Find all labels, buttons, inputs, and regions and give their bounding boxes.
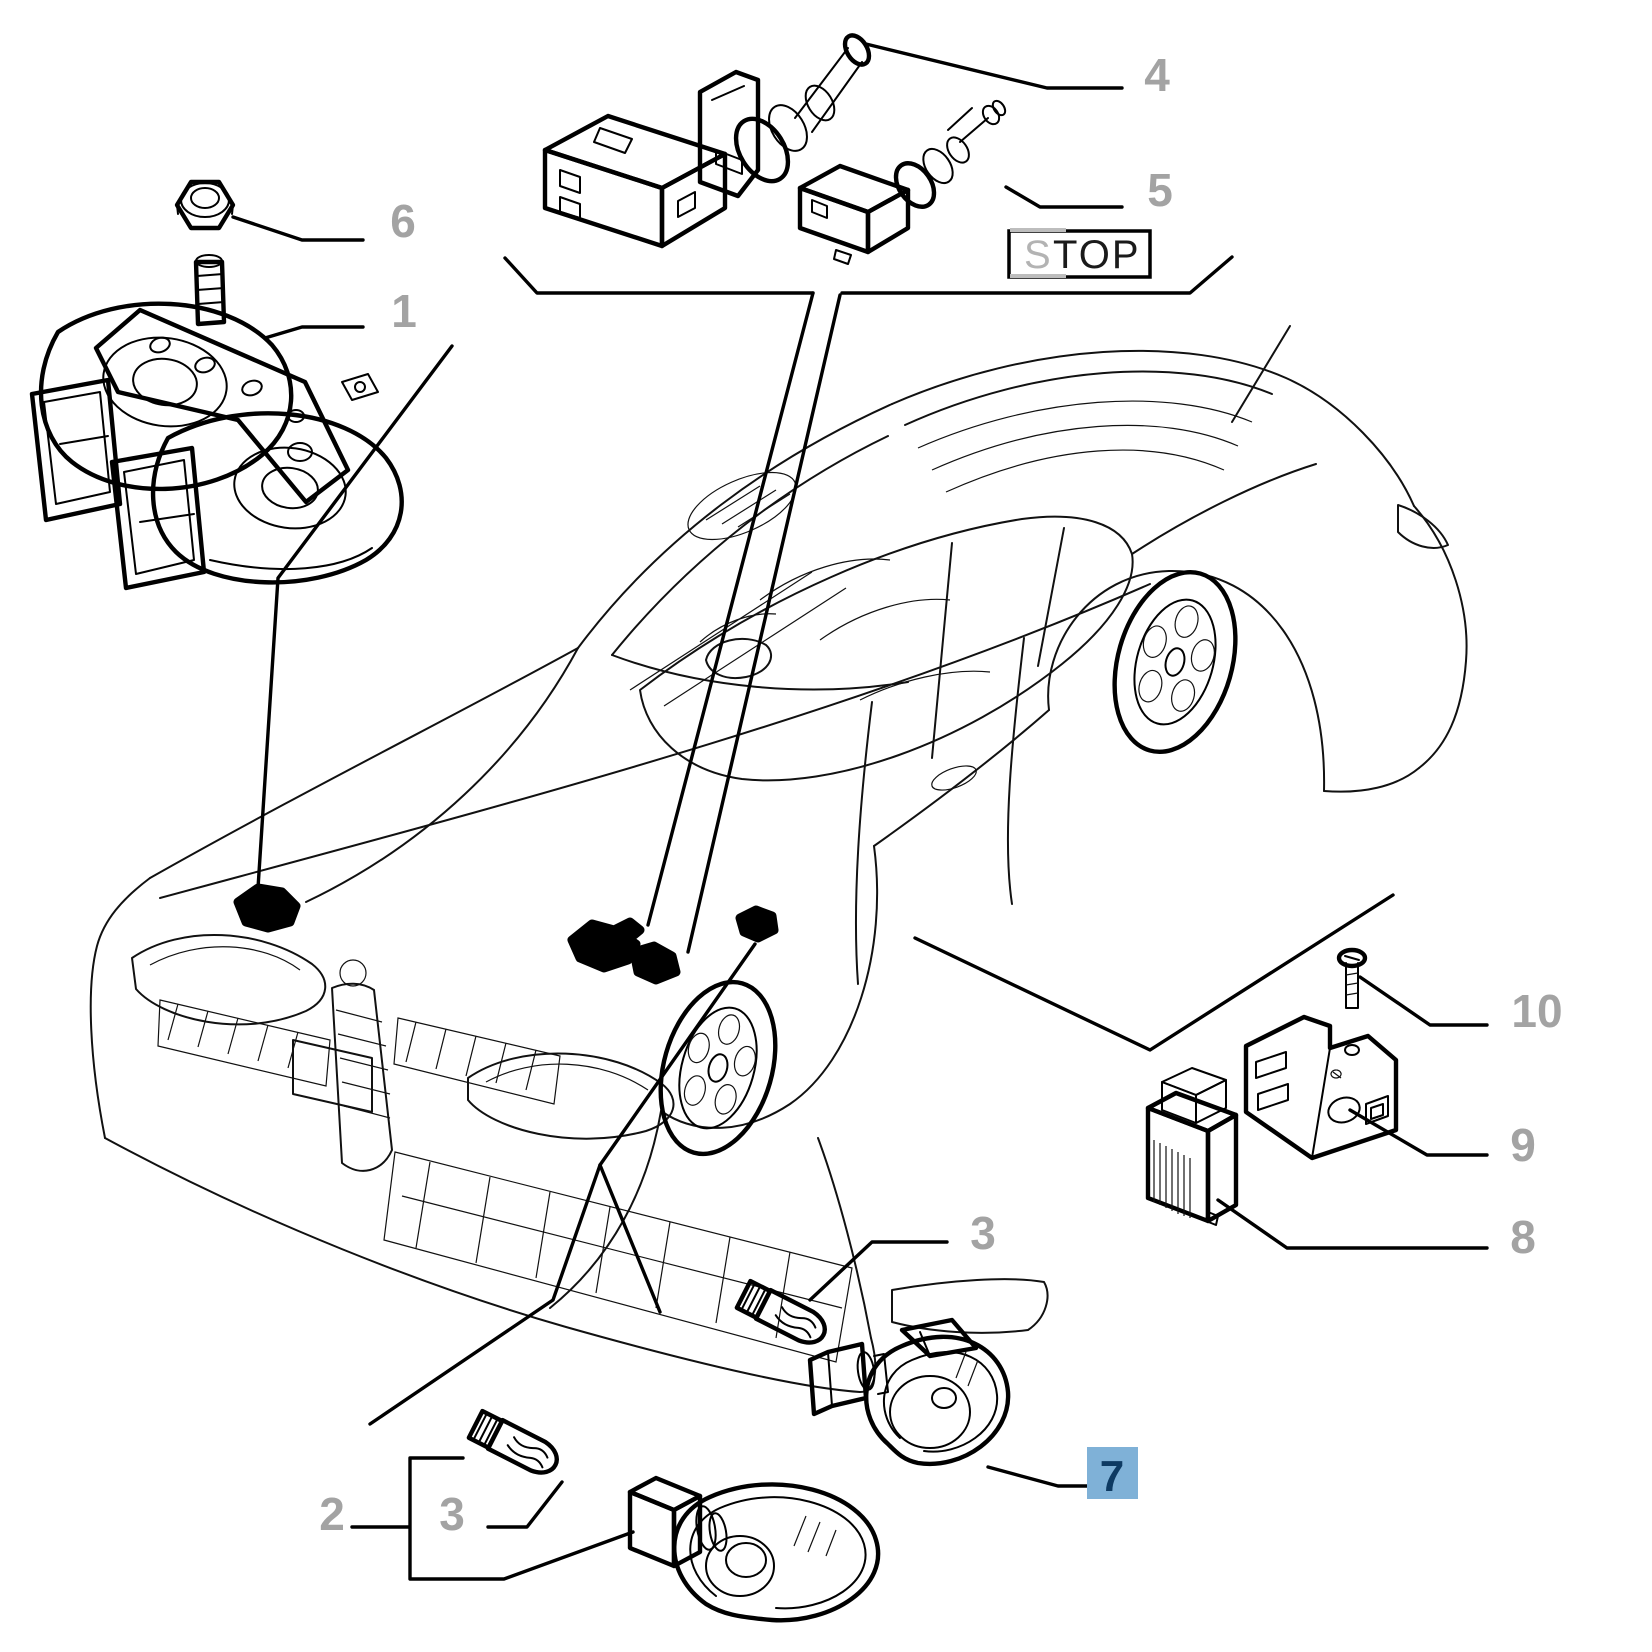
bulb-lower-illustration	[466, 1408, 559, 1475]
hex-nut-illustration	[174, 179, 236, 231]
front-wheel	[658, 979, 778, 1157]
leader-callout-6	[231, 215, 365, 242]
car-illustration	[89, 325, 1468, 1393]
leader-lines	[231, 42, 1489, 1581]
callout-6[interactable]: 6	[390, 195, 416, 247]
leader-callout-3-lower	[486, 1480, 564, 1529]
callout-3-upper[interactable]: 3	[970, 1207, 996, 1259]
leader-callout-8	[1216, 1198, 1489, 1250]
rear-wheel	[1112, 569, 1238, 755]
callout-4[interactable]: 4	[1144, 49, 1170, 101]
leader-car-to-relay-group	[913, 893, 1395, 1052]
leader-switch4-elbow	[503, 256, 815, 295]
callout-1[interactable]: 1	[391, 285, 417, 337]
leader-callout-7	[986, 1465, 1089, 1488]
leader-callout-4	[864, 42, 1124, 90]
leader-callout-10	[1358, 975, 1489, 1027]
leader-switch4-to-car	[646, 291, 815, 927]
leader-callout-3-upper	[808, 1240, 949, 1302]
mounting-bracket-illustration	[1243, 1014, 1399, 1161]
side-repeater-front-illustration	[627, 1475, 881, 1623]
leader-callout-5	[1004, 185, 1124, 209]
leader-callout-2-bracket	[350, 1456, 635, 1581]
location-marker-repeater	[735, 905, 779, 943]
leader-callout-1	[263, 325, 365, 340]
callout-5[interactable]: 5	[1147, 164, 1173, 216]
location-markers	[233, 883, 779, 985]
relay-illustration	[1145, 1067, 1239, 1226]
callout-3-lower[interactable]: 3	[439, 1488, 465, 1540]
leader-switch5-to-car	[686, 293, 842, 954]
location-marker-switch-b	[629, 941, 681, 985]
leader-switch5-elbow	[840, 255, 1234, 295]
stop-badge-prefix: S	[1024, 233, 1053, 277]
bulb-upper-illustration	[734, 1278, 827, 1345]
callout-8[interactable]: 8	[1510, 1211, 1536, 1263]
callout-10[interactable]: 10	[1511, 985, 1562, 1037]
side-repeater-back-illustration	[807, 1317, 1011, 1467]
callout-7[interactable]: 7	[1100, 1452, 1124, 1501]
leader-callout-9	[1348, 1108, 1489, 1157]
horn-assembly-illustration	[29, 254, 404, 591]
location-marker-horn	[233, 883, 301, 933]
location-marker-switch-a	[567, 917, 645, 973]
callout-2[interactable]: 2	[319, 1488, 345, 1540]
stop-badge-suffix: TOP	[1053, 233, 1141, 277]
stop-badge: S TOP	[1007, 228, 1152, 279]
callout-7-highlight-box[interactable]	[1087, 1447, 1138, 1499]
stop-switch-small-illustration	[797, 99, 1007, 265]
leader-horn-to-car	[256, 344, 454, 890]
screw-illustration	[1336, 947, 1368, 1009]
callout-7-highlighted[interactable]: 7	[1087, 1447, 1138, 1501]
stop-badge-frame	[1007, 229, 1152, 279]
callout-9[interactable]: 9	[1510, 1119, 1536, 1171]
leader-car-to-lamp-group	[368, 942, 757, 1426]
stop-switch-large-illustration	[542, 33, 872, 249]
leader-car-to-lamp-group-b	[598, 1163, 662, 1314]
